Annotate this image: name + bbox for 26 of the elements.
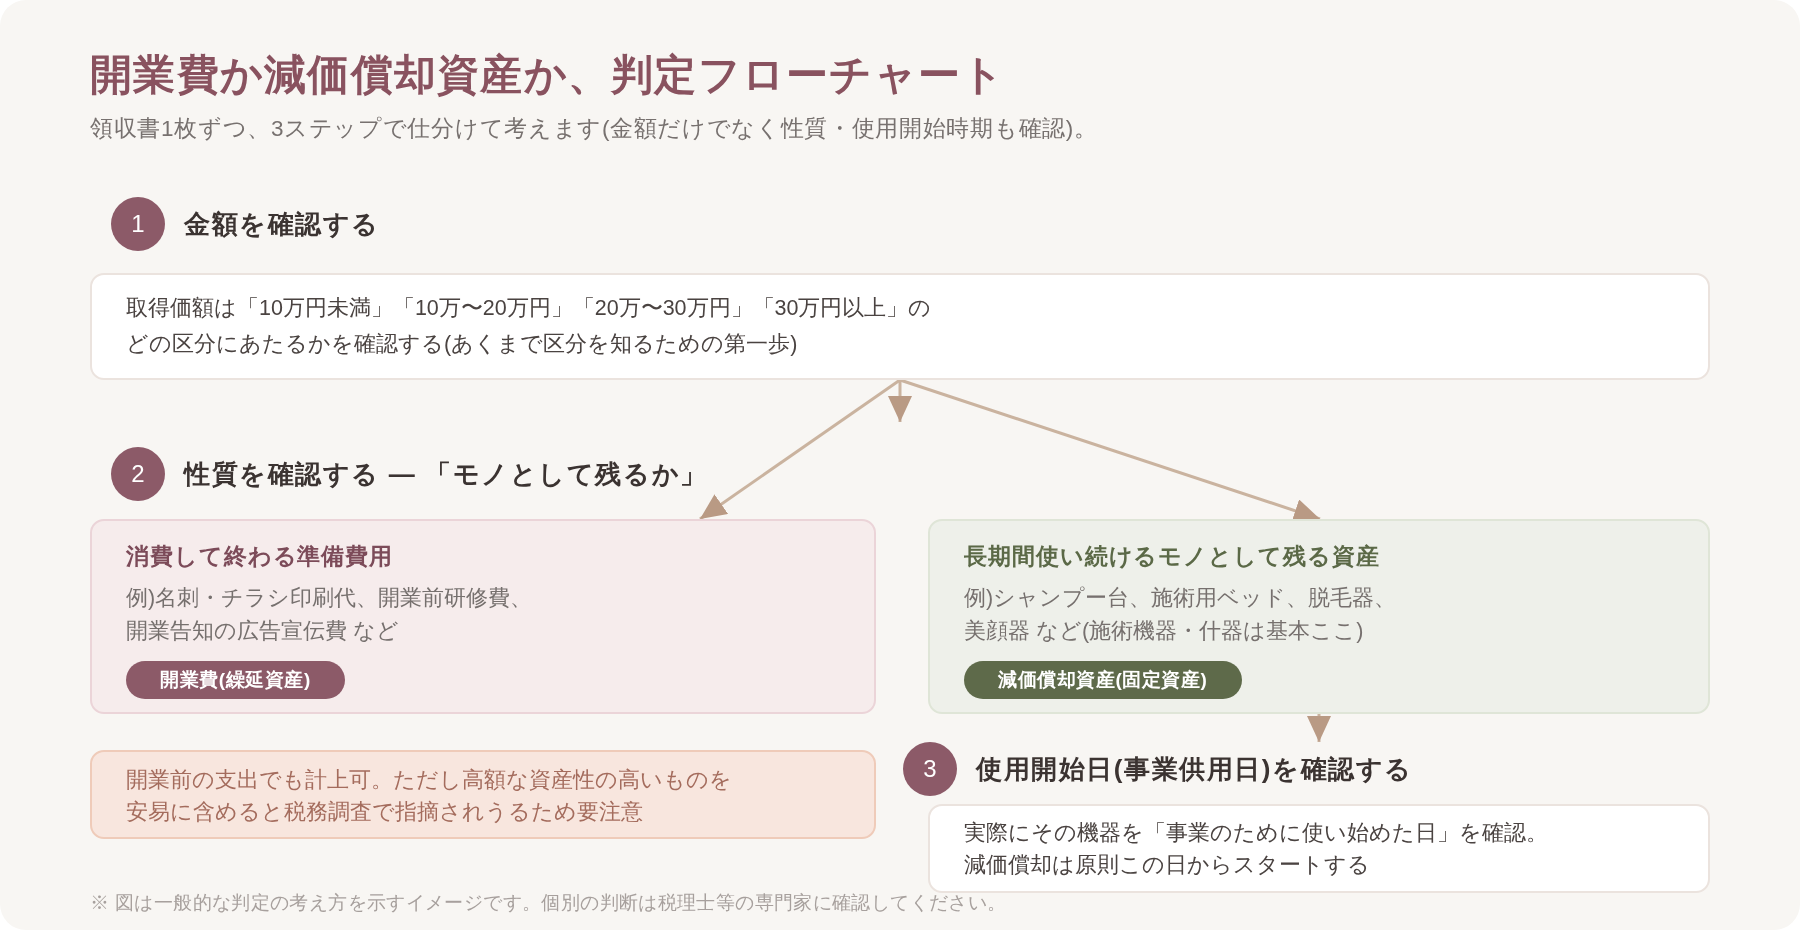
footnote: ※ 図は一般的な判定の考え方を示すイメージです。個別の判断は税理士等の専門家に確認してください。 [90,891,1007,915]
subtitle: 領収書1枚ずつ、3ステップで仕分けて考えます(金額だけでなく性質・使用開始時期も確認)。 [90,115,1098,143]
title: 開業費か減価償却資産か、判定フローチャート [90,51,1006,100]
step-number: 2 [111,447,165,501]
category-box [928,519,1710,714]
info-box [90,273,1710,380]
category-box [90,519,876,714]
arrow [888,380,912,422]
step-heading: 性質を確認する — 「モノとして残るか」 [184,458,708,491]
arrow [1307,714,1331,742]
step-number: 1 [111,197,165,251]
box-text: 例)シャンプー台、施術用ベッド、脱毛器、美顔器 など(施術機器・什器は基本ここ) [964,585,1398,645]
box-text: 取得価額は「10万円未満」「10万〜20万円」「20万〜30万円」「30万円以上」のどの区分にあたるかを確認する(あくまで区分を知るための第一歩) [126,295,933,358]
info-box [928,804,1710,893]
step-heading: 使用開始日(事業供用日)を確認する [976,753,1413,786]
step-heading: 金額を確認する [184,208,380,241]
box-heading: 消費して終わる準備費用 [126,542,395,571]
note-box [90,750,876,839]
step-number: 3 [903,742,957,796]
category-badge: 減価償却資産(固定資産) [964,661,1242,699]
category-badge: 開業費(繰延資産) [126,661,345,699]
box-text: 例)名刺・チラシ印刷代、開業前研修費、開業告知の広告宣伝費 など [126,585,534,645]
box-text: 開業前の支出でも計上可。ただし高額な資産性の高いものを安易に含めると税務調査で指摘されうるため要注意 [126,767,733,826]
arrow [699,378,901,521]
box-text: 実際にその機器を「事業のために使い始めた日」を確認。減価償却は原則この日からスタートする [964,820,1549,879]
box-heading: 長期間使い続けるモノとして残る資産 [964,542,1381,571]
